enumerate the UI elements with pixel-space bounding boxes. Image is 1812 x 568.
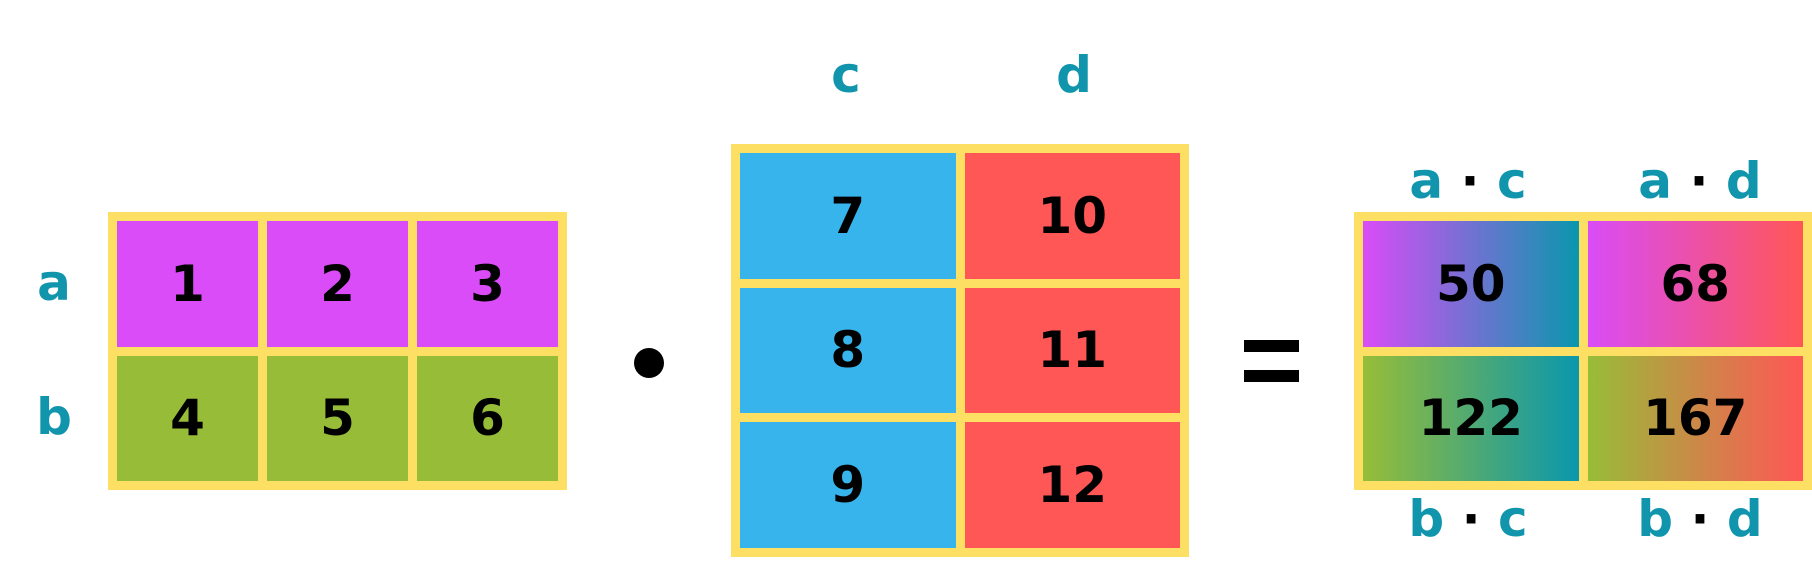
matrix-b-cell: 12 <box>964 422 1180 548</box>
product-dot: · <box>1689 152 1709 210</box>
result-label-left: a <box>1409 152 1444 210</box>
equals-icon <box>1244 340 1299 382</box>
matrix-b: 7 10 8 11 9 12 <box>731 144 1189 557</box>
result-label-right: d <box>1725 152 1762 210</box>
matrix-a-cell: 3 <box>417 221 558 347</box>
equals-bar-top <box>1244 340 1299 352</box>
row-label-a: a <box>37 254 71 312</box>
matrix-a-cell: 5 <box>267 355 408 481</box>
result-cell: 122 <box>1363 355 1579 481</box>
matrix-a-cell: 2 <box>267 221 408 347</box>
result-cell: 50 <box>1363 221 1579 347</box>
matrix-a: 1 2 3 4 5 6 <box>108 212 567 490</box>
matrix-b-cell: 10 <box>964 153 1180 279</box>
matrix-b-cell: 11 <box>964 287 1180 414</box>
result-label-right: c <box>1498 490 1528 548</box>
result-label-right: d <box>1726 490 1763 548</box>
product-dot: · <box>1460 152 1480 210</box>
result-label-right: c <box>1496 152 1527 210</box>
product-dot: · <box>1690 490 1710 548</box>
result-label-top: a · d <box>1600 152 1800 210</box>
result-label-bottom: b · d <box>1600 490 1800 548</box>
equals-bar-bottom <box>1244 370 1299 382</box>
matrix-a-cell: 4 <box>117 355 258 481</box>
result-cell: 167 <box>1587 355 1803 481</box>
result-label-left: b <box>1637 490 1674 548</box>
result-label-left: b <box>1408 490 1445 548</box>
col-label-c: c <box>831 46 861 104</box>
result-label-top: a · c <box>1368 152 1568 210</box>
matrix-b-cell: 9 <box>740 422 956 548</box>
multiply-dot-icon <box>634 348 664 378</box>
result-label-left: a <box>1638 152 1673 210</box>
matrix-a-cell: 1 <box>117 221 258 347</box>
product-dot: · <box>1461 490 1481 548</box>
col-label-d: d <box>1056 46 1092 104</box>
matrix-b-cell: 7 <box>740 153 956 279</box>
result-cell: 68 <box>1587 221 1803 347</box>
result-label-bottom: b · c <box>1368 490 1568 548</box>
matrix-a-cell: 6 <box>417 355 558 481</box>
matrix-b-cell: 8 <box>740 287 956 414</box>
result-matrix: 50 68 122 167 <box>1354 212 1812 490</box>
row-label-b: b <box>36 388 72 446</box>
